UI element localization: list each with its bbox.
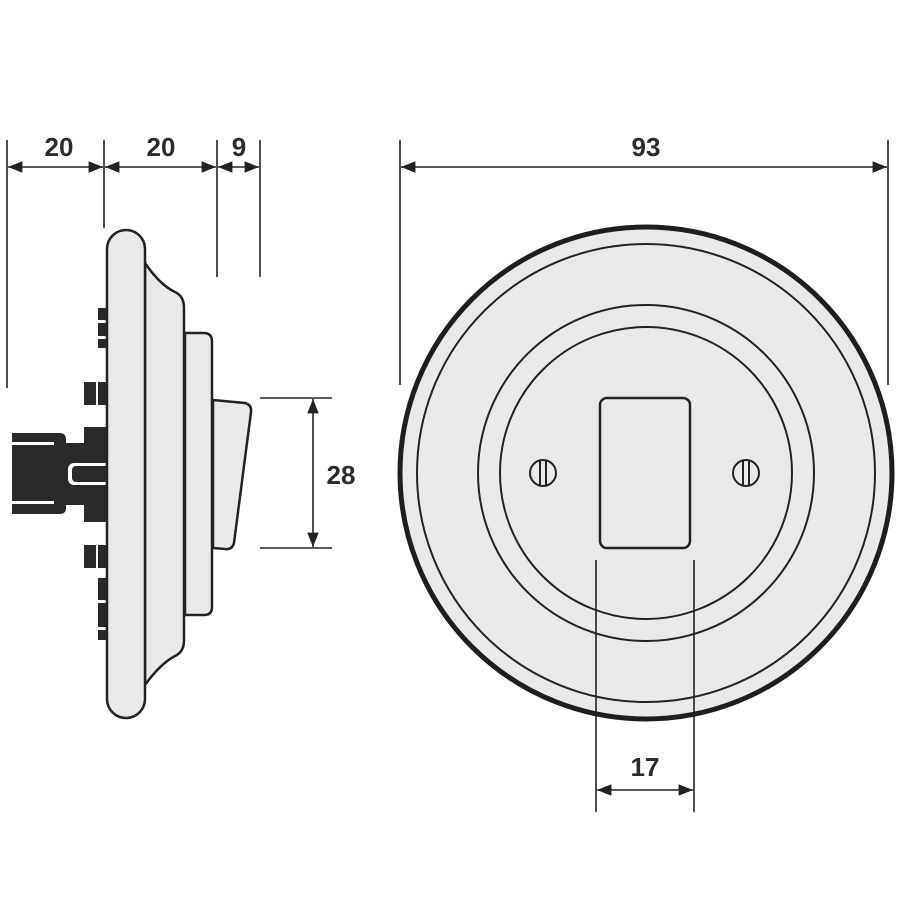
side-dimensions: 20 20 9 28 <box>6 132 356 549</box>
base-plate-side <box>105 228 147 720</box>
dish-side <box>143 258 186 689</box>
dimension-label: 28 <box>327 460 356 490</box>
dimension-label: 9 <box>232 132 246 162</box>
front-view <box>397 224 895 722</box>
front-dimensions: 93 17 <box>399 132 889 812</box>
dimension-label: 17 <box>631 752 660 782</box>
inner-step-side <box>183 331 214 617</box>
screw-icon <box>529 459 557 487</box>
dimension-label: 20 <box>45 132 74 162</box>
switch-rocker-side <box>211 398 253 551</box>
dimension-label: 20 <box>147 132 176 162</box>
side-view <box>12 228 253 720</box>
rear-connector <box>12 308 112 640</box>
plate-ring <box>416 243 876 703</box>
switch-rocker-front <box>598 396 692 550</box>
screw-icon <box>732 459 760 487</box>
cover-ring <box>499 326 793 620</box>
dimension-label: 93 <box>632 132 661 162</box>
dish-ring <box>477 304 815 642</box>
